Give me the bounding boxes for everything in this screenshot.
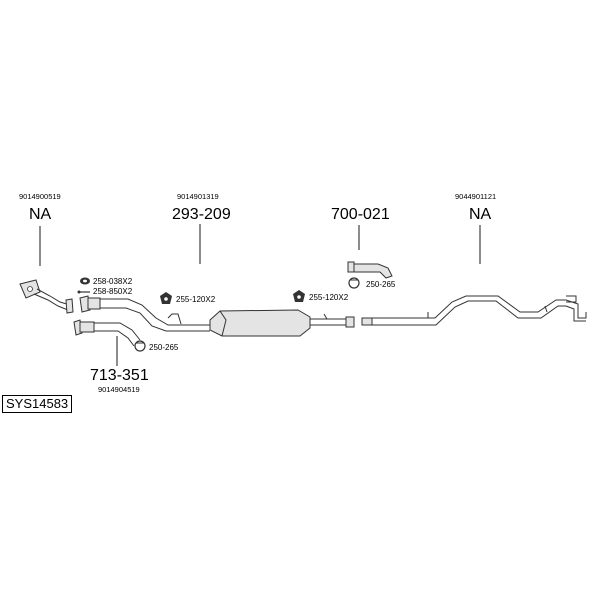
part-label-hanger-a: 255-120X2 <box>176 295 216 304</box>
part-label-front-pipe: NA <box>29 206 52 223</box>
gasket-icon <box>80 277 90 285</box>
part-label-clamp-b: 250-265 <box>366 280 396 289</box>
front-pipe-drawing <box>19 279 74 314</box>
spring-bolt-icon <box>77 290 90 294</box>
part-label-second-pipe: 713-351 <box>90 367 149 384</box>
middle-pipe-drawing <box>79 295 355 337</box>
part-label-gasket-a: 258-038X2 <box>93 277 133 286</box>
part-code-front-pipe: 9014900519 <box>19 192 61 201</box>
part-code-second-pipe: 9014904519 <box>98 385 140 394</box>
part-label-middle-section: 293-209 <box>172 206 231 223</box>
part-label-hanger-b: 255-120X2 <box>309 293 349 302</box>
part-code-tail-pipe: 9044901121 <box>455 192 496 201</box>
part-label-tail-pipe: NA <box>469 206 492 223</box>
rubber-hanger-icon <box>293 290 305 302</box>
connector-pipe-drawing <box>347 261 393 279</box>
tail-pipe-drawing <box>361 295 587 326</box>
part-code-middle-section: 9014901319 <box>177 192 219 201</box>
second-pipe-drawing <box>73 319 141 347</box>
part-label-connector: 700-021 <box>331 206 390 223</box>
part-label-gasket-b: 258-850X2 <box>93 287 133 296</box>
system-code-badge: SYS14583 <box>2 395 73 413</box>
rubber-hanger-icon <box>160 292 172 304</box>
part-label-clamp-a: 250-265 <box>149 343 179 352</box>
clamp-icon <box>134 340 146 352</box>
clamp-icon <box>348 277 360 289</box>
